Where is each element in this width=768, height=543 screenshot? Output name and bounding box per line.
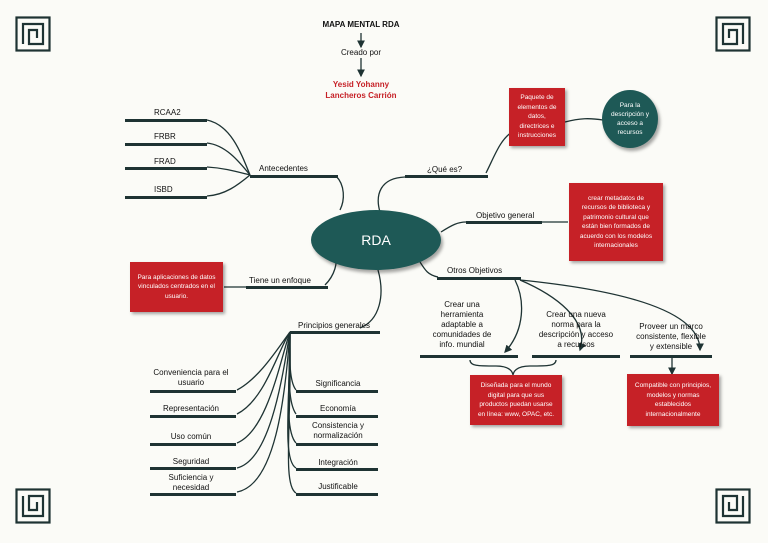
branch-label-otros-objetivos: Otros Objetivos: [447, 266, 503, 275]
branch-label-antecedentes: Antecedentes: [259, 164, 308, 173]
antecedente-item-3: FRAD: [154, 157, 176, 166]
branch-label-que-es: ¿Qué es?: [427, 165, 463, 174]
principio-right-5: Justificable: [318, 482, 358, 491]
created-by-label: Creado por: [340, 48, 382, 57]
branch-bar-objetivo-general: [466, 221, 542, 224]
map-title: MAPA MENTAL RDA: [322, 20, 400, 29]
principio-left-1: Conveniencia para el usuario: [153, 368, 229, 387]
branch-bar-otros-objetivos: [437, 277, 521, 280]
antecedente-item-4: ISBD: [154, 185, 173, 194]
antecedente-bar-2: [125, 143, 207, 146]
otros-objetivos-box-1: Diseñada para el mundo digital para que …: [470, 375, 562, 425]
enfoque-box: Para aplicaciones de datos vinculados ce…: [130, 262, 223, 312]
central-node-label: RDA: [361, 232, 391, 248]
central-node-rda: RDA: [311, 210, 441, 270]
antecedente-bar-3: [125, 167, 207, 170]
corner-ornament-top-left: [15, 16, 51, 52]
author-name-line1: Yesid Yohanny: [332, 80, 390, 89]
antecedente-bar-1: [125, 119, 207, 122]
otro-objetivo-bar-2: [532, 355, 620, 358]
branch-label-principios-generales: Principios generales: [298, 321, 371, 330]
principio-left-3: Uso común: [170, 432, 212, 441]
principio-left-bar-3: [150, 443, 236, 446]
principio-left-bar-1: [150, 390, 236, 393]
branch-bar-principios-generales: [290, 331, 380, 334]
principio-right-2: Economía: [319, 404, 357, 413]
que-es-box: Paquete de elementos de datos, directric…: [509, 88, 565, 146]
principio-left-4: Seguridad: [172, 457, 210, 466]
corner-ornament-bottom-left: [15, 488, 51, 524]
principio-right-3: Consistencia y normalización: [311, 421, 365, 440]
que-es-bubble: Para la descripción y acceso a recursos: [602, 90, 658, 148]
principio-right-bar-4: [296, 468, 378, 471]
principio-right-1: Significancia: [315, 379, 361, 388]
principio-right-bar-3: [296, 443, 378, 446]
branch-bar-que-es: [405, 175, 488, 178]
branch-bar-enfoque: [246, 286, 328, 289]
principio-left-bar-5: [150, 493, 236, 496]
principio-right-bar-2: [296, 415, 378, 418]
principio-left-bar-4: [150, 467, 236, 470]
otros-objetivos-box-2: Compatible con principios, modelos y nor…: [627, 374, 719, 426]
corner-ornament-bottom-right: [715, 488, 751, 524]
antecedente-item-1: RCAA2: [154, 108, 181, 117]
author-name-line2: Lancheros Carrión: [325, 91, 397, 100]
principio-right-bar-5: [296, 493, 378, 496]
objetivo-general-box: crear metadatos de recursos de bibliotec…: [569, 183, 663, 261]
otro-objetivo-bar-1: [420, 355, 518, 358]
principio-right-4: Integración: [318, 458, 358, 467]
antecedente-item-2: FRBR: [154, 132, 176, 141]
branch-label-enfoque: Tiene un enfoque: [249, 276, 311, 285]
principio-left-bar-2: [150, 415, 236, 418]
otro-objetivo-3: Proveer un marco consistente, flexible y…: [636, 322, 706, 351]
otro-objetivo-1: Crear una herramienta adaptable a comuni…: [432, 300, 492, 349]
principio-right-bar-1: [296, 390, 378, 393]
branch-bar-antecedentes: [250, 175, 338, 178]
otro-objetivo-2: Crear una nueva norma para la descripció…: [538, 310, 614, 349]
principio-left-2: Representación: [162, 404, 220, 413]
antecedente-bar-4: [125, 196, 207, 199]
otro-objetivo-bar-3: [630, 355, 712, 358]
branch-label-objetivo-general: Objetivo general: [476, 211, 535, 220]
corner-ornament-top-right: [715, 16, 751, 52]
principio-left-5: Suficiencia y necesidad: [168, 473, 214, 492]
